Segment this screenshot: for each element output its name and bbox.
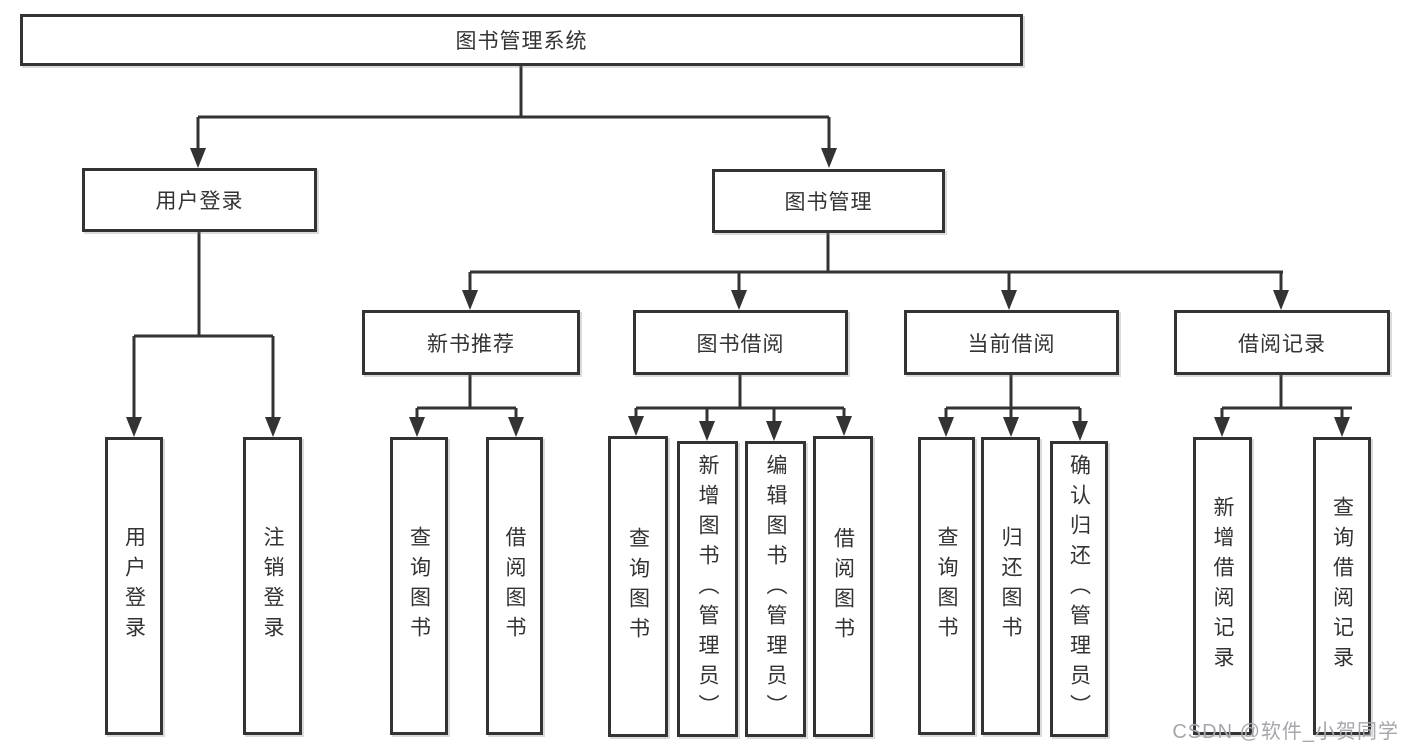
arrowhead-icon xyxy=(1001,290,1017,310)
arrowhead-icon xyxy=(1273,290,1289,310)
arrowhead-icon xyxy=(938,417,954,437)
node-label: 新增图书（管理员） xyxy=(696,454,719,724)
node-leaf-nbr-query-books: 查询图书 xyxy=(390,437,448,735)
node-book-borrowing: 图书借阅 xyxy=(633,310,848,375)
node-leaf-nbr-borrow-books: 借阅图书 xyxy=(486,437,543,735)
arrowhead-icon xyxy=(1214,417,1230,437)
arrowhead-icon xyxy=(821,148,837,168)
node-label: 查询图书 xyxy=(626,526,650,647)
arrowhead-icon xyxy=(409,417,425,437)
arrowhead-icon xyxy=(1072,421,1088,441)
arrowhead-icon xyxy=(508,417,524,437)
node-label: 借阅图书 xyxy=(503,526,526,646)
node-leaf-cb-confirm-return: 确认归还（管理员） xyxy=(1050,441,1108,737)
node-label: 用户登录 xyxy=(155,190,244,213)
node-label: 图书管理系统 xyxy=(455,30,588,53)
arrowhead-icon xyxy=(699,421,715,441)
node-book-management: 图书管理 xyxy=(712,169,945,233)
arrowhead-icon xyxy=(1334,417,1350,437)
node-label: 注销登录 xyxy=(261,526,284,646)
node-user-login: 用户登录 xyxy=(82,168,317,232)
arrowhead-icon xyxy=(265,417,281,437)
node-leaf-bb-borrow-books: 借阅图书 xyxy=(813,436,873,737)
node-leaf-cb-query-books: 查询图书 xyxy=(918,437,975,735)
node-label: 当前借阅 xyxy=(967,332,1056,356)
arrowhead-icon xyxy=(628,416,644,436)
node-label: 编辑图书（管理员） xyxy=(764,454,787,724)
node-label: 确认归还（管理员） xyxy=(1067,454,1091,724)
node-label: 借阅记录 xyxy=(1238,332,1326,356)
node-label: 新书推荐 xyxy=(427,332,515,356)
node-root: 图书管理系统 xyxy=(20,14,1023,66)
node-label: 图书借阅 xyxy=(696,332,785,356)
arrowhead-icon xyxy=(1003,417,1019,437)
node-leaf-bb-edit-books: 编辑图书（管理员） xyxy=(745,441,806,737)
arrowhead-icon xyxy=(836,416,852,436)
node-leaf-cb-return-books: 归还图书 xyxy=(981,437,1040,735)
arrowhead-icon xyxy=(190,148,206,168)
node-label: 查询图书 xyxy=(935,526,958,646)
arrowhead-icon xyxy=(126,417,142,437)
node-leaf-user-login: 用户登录 xyxy=(105,437,163,735)
node-leaf-br-query-record: 查询借阅记录 xyxy=(1313,437,1371,735)
node-label: 查询借阅记录 xyxy=(1330,496,1354,676)
node-leaf-logout: 注销登录 xyxy=(243,437,302,735)
node-label: 查询图书 xyxy=(407,526,431,646)
node-borrow-records: 借阅记录 xyxy=(1174,310,1390,375)
node-leaf-bb-query-books: 查询图书 xyxy=(608,436,668,737)
arrowhead-icon xyxy=(462,290,478,310)
node-label: 图书管理 xyxy=(784,191,873,214)
node-label: 借阅图书 xyxy=(831,526,855,647)
node-leaf-bb-add-books: 新增图书（管理员） xyxy=(677,441,738,737)
node-current-borrowing: 当前借阅 xyxy=(904,310,1119,375)
node-new-book-recommend: 新书推荐 xyxy=(362,310,580,375)
arrowhead-icon xyxy=(766,421,782,441)
node-leaf-br-add-record: 新增借阅记录 xyxy=(1193,437,1252,735)
arrowhead-icon xyxy=(731,290,747,310)
node-label: 新增借阅记录 xyxy=(1211,496,1234,676)
node-label: 归还图书 xyxy=(999,526,1022,646)
node-label: 用户登录 xyxy=(122,526,146,646)
